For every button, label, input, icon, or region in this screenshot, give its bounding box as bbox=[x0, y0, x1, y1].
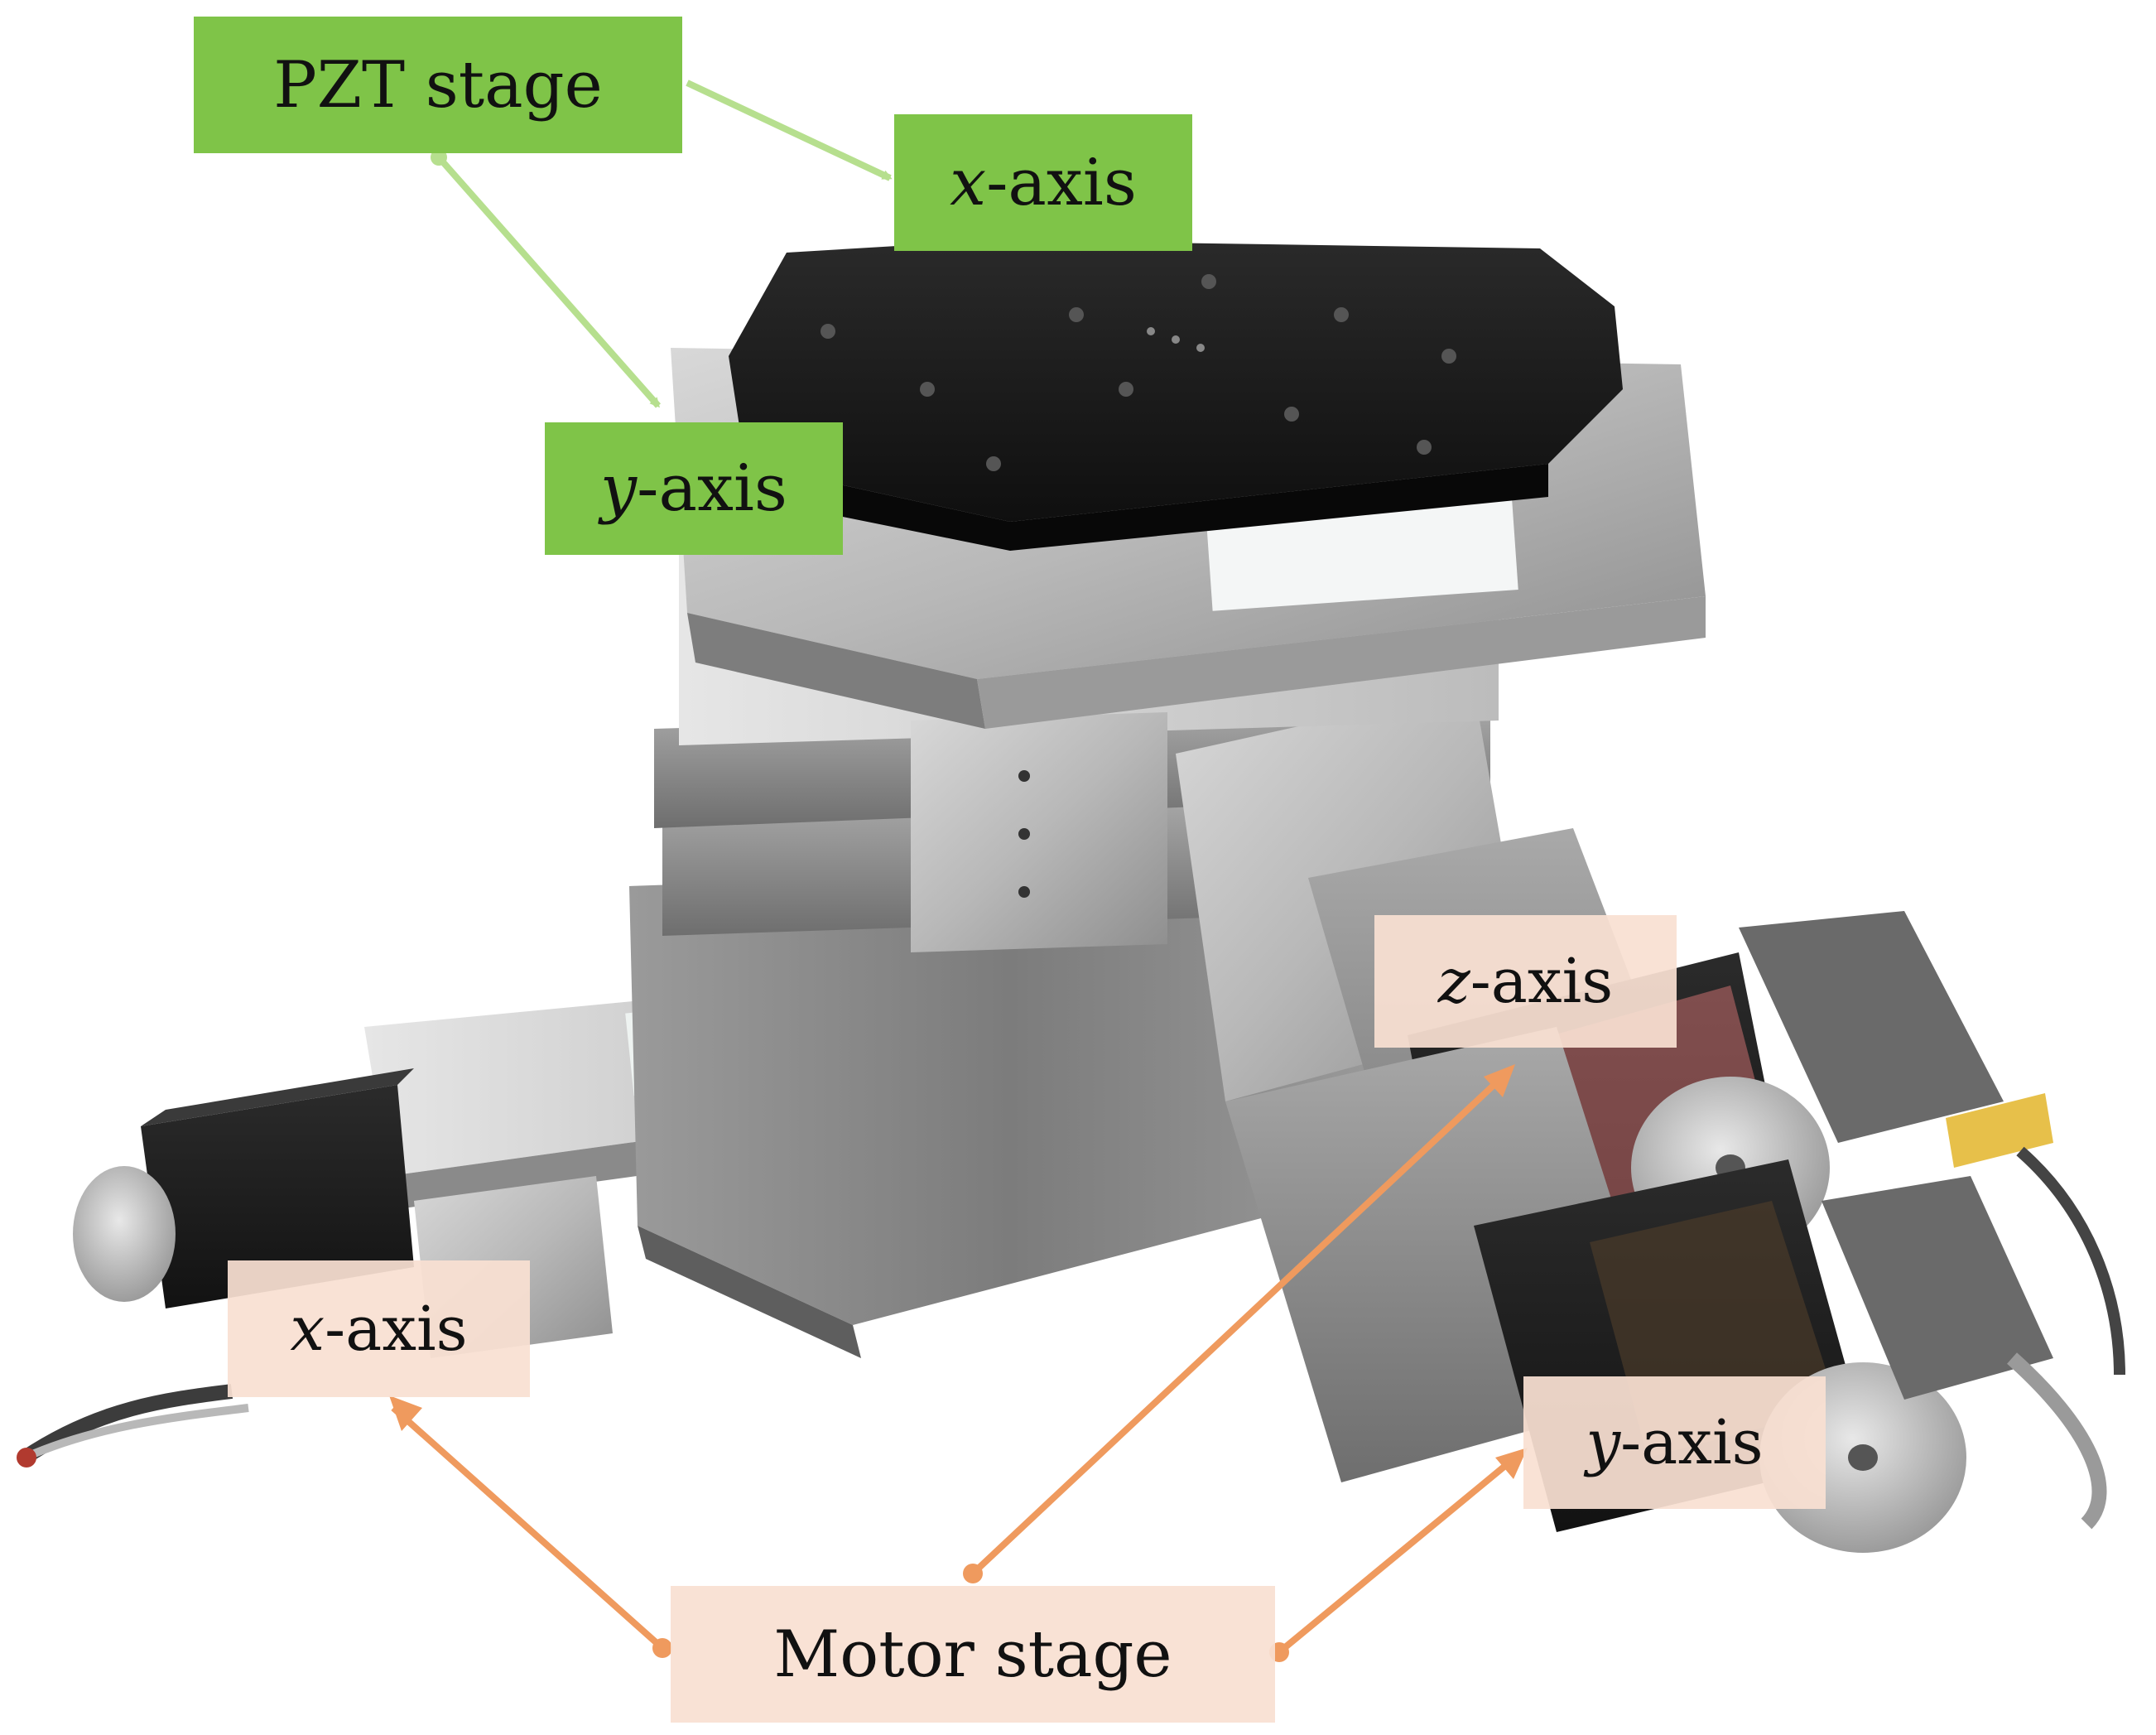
motor-z-axis-var: z bbox=[1437, 946, 1470, 1017]
pzt-stage-label: PZT stage bbox=[194, 17, 682, 153]
motor-y-axis-suffix: -axis bbox=[1620, 1407, 1764, 1478]
motor-z-axis-suffix: -axis bbox=[1470, 946, 1614, 1017]
motor-x-axis-suffix: -axis bbox=[325, 1293, 468, 1365]
pzt-stage-body bbox=[671, 240, 1706, 729]
motor-stage-label: Motor stage bbox=[671, 1586, 1275, 1723]
motor-z-axis-label: z-axis bbox=[1374, 915, 1677, 1048]
pzt-stage-title: PZT stage bbox=[273, 47, 603, 123]
pzt-x-axis-var: x bbox=[950, 145, 987, 220]
motor-x-axis-label: x-axis bbox=[228, 1260, 530, 1397]
pzt-y-axis-label: y-axis bbox=[545, 422, 843, 555]
pzt-x-axis-suffix: -axis bbox=[986, 145, 1137, 220]
motor-y-axis-label: y-axis bbox=[1523, 1376, 1826, 1509]
pzt-y-axis-var: y bbox=[600, 451, 638, 526]
pzt-x-axis-label: x-axis bbox=[894, 114, 1192, 251]
pzt-y-axis-suffix: -axis bbox=[637, 451, 787, 526]
pzt-arrows bbox=[431, 80, 893, 408]
motor-y-axis-var: y bbox=[1586, 1407, 1621, 1478]
motor-x-axis-var: x bbox=[290, 1293, 325, 1365]
motor-stage-title: Motor stage bbox=[773, 1617, 1172, 1692]
